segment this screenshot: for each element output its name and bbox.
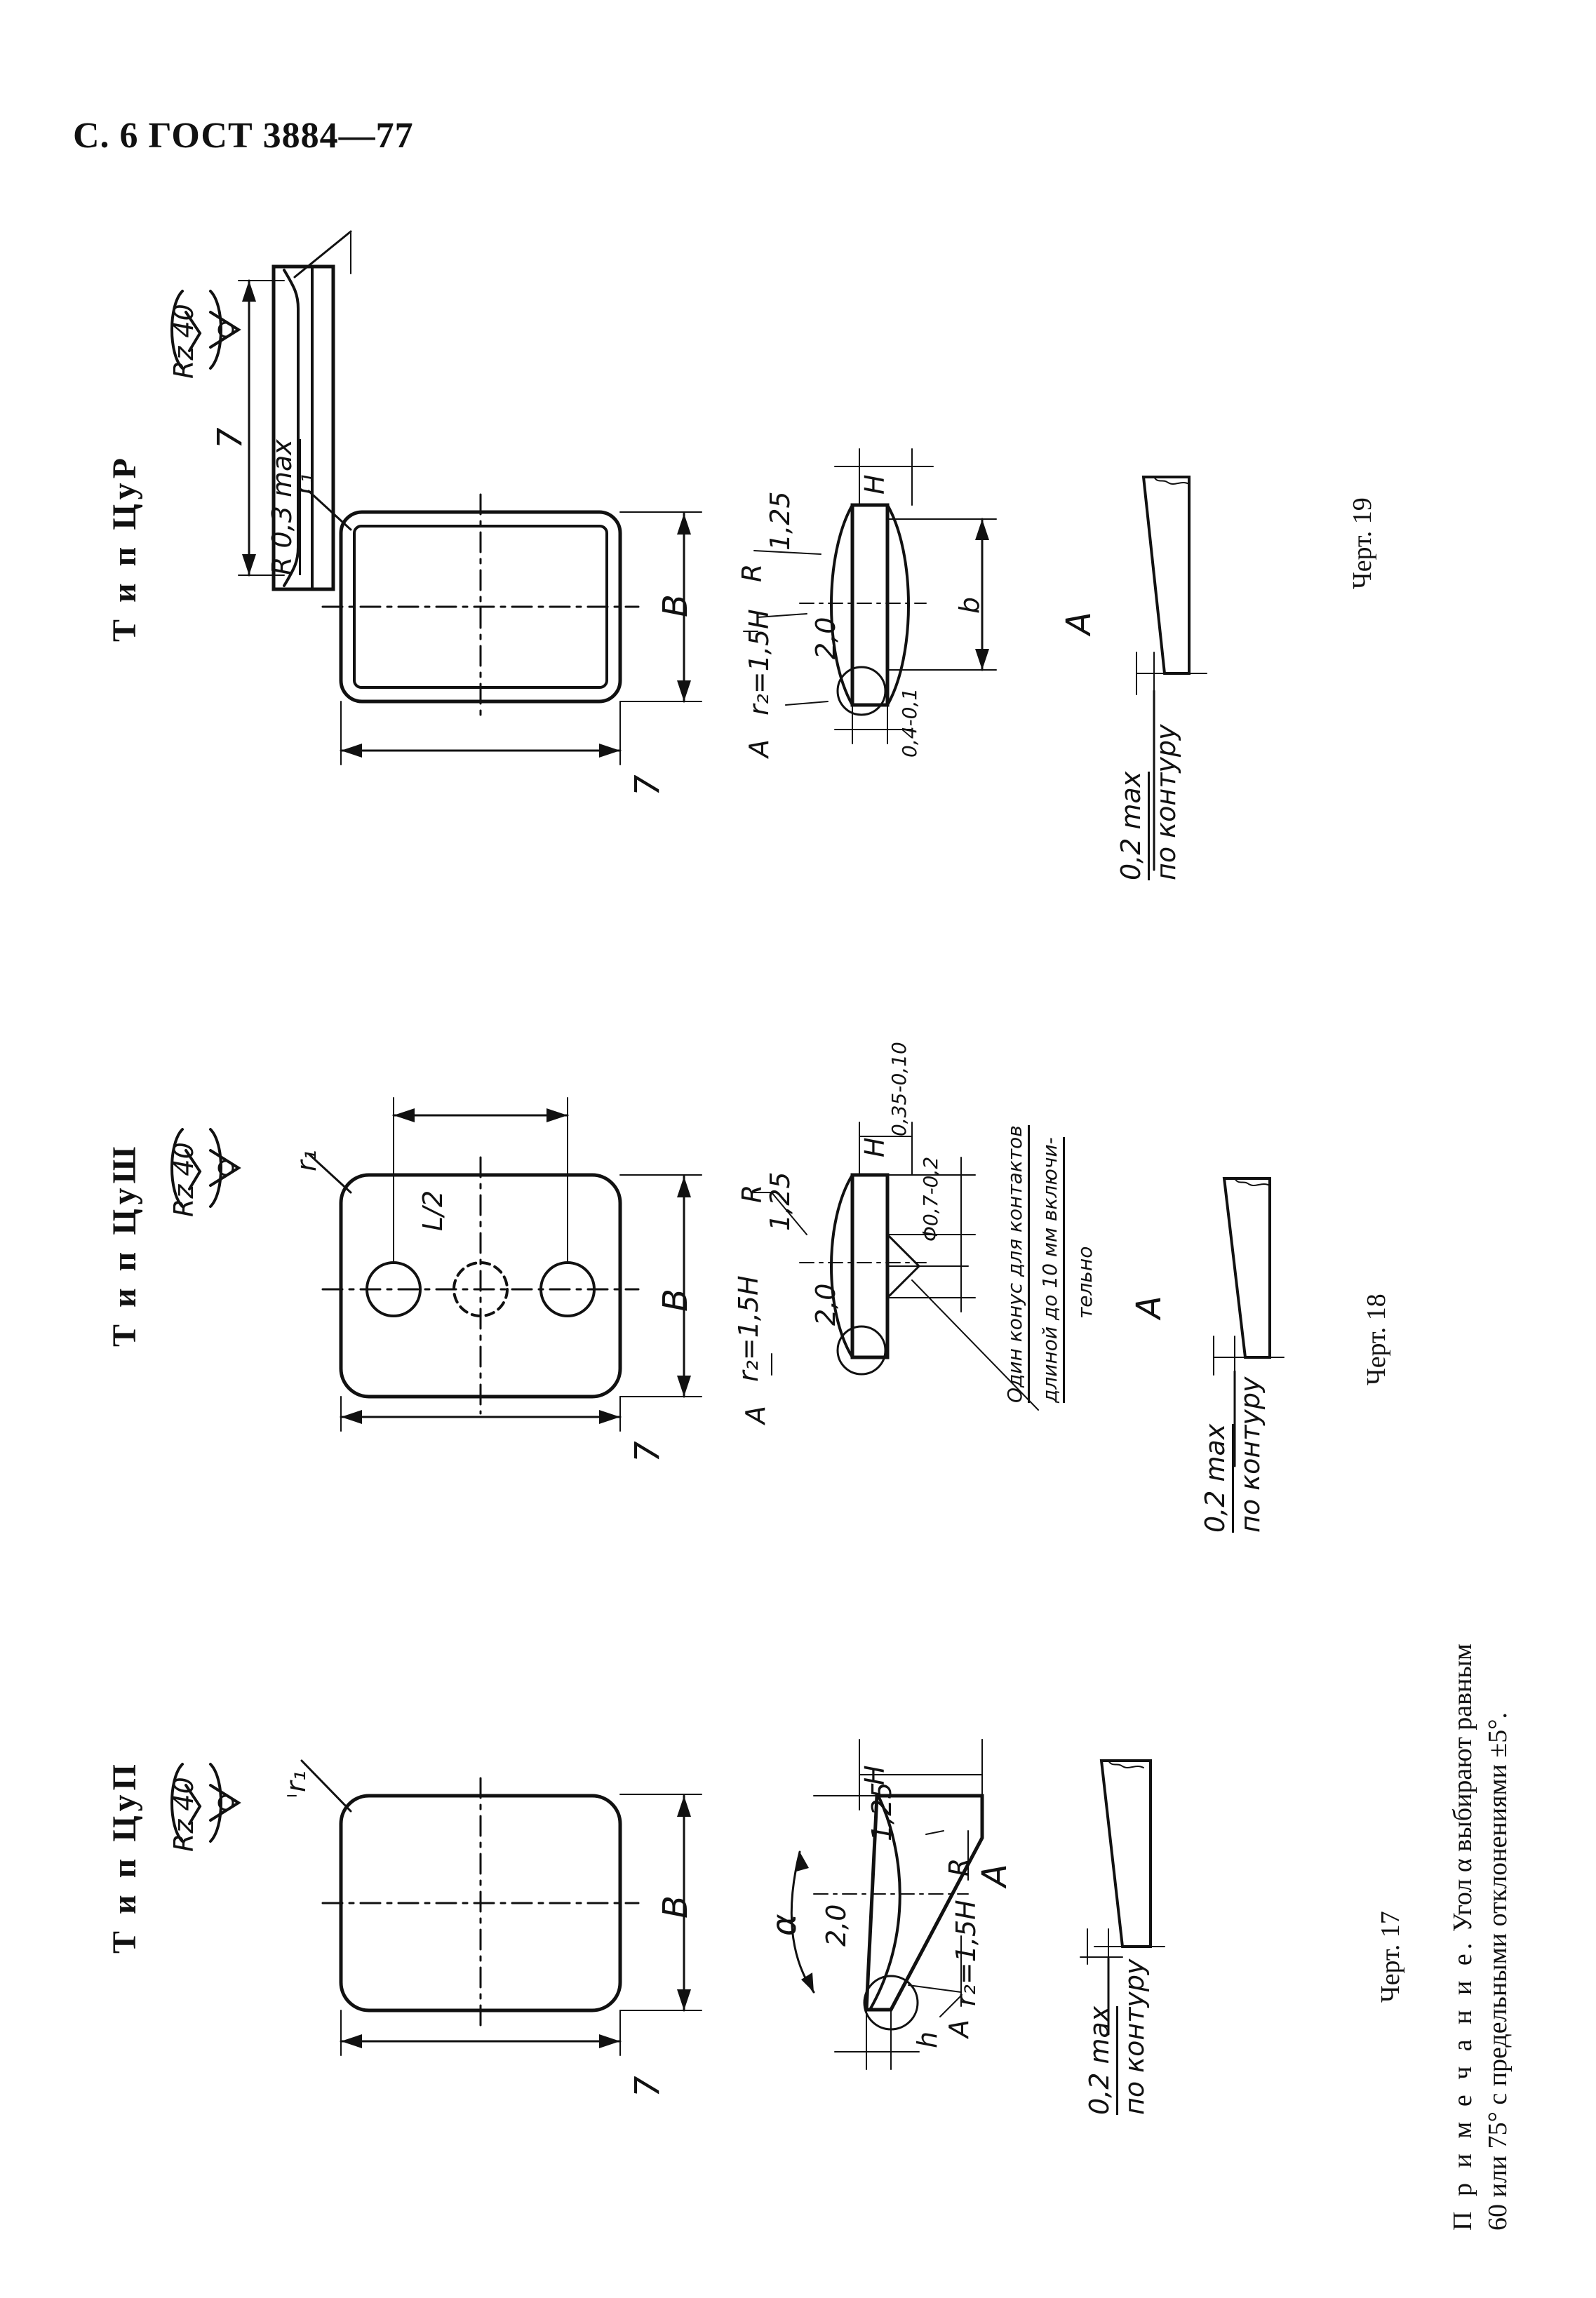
note-line-2: 60 или 75° с предельными отклонениями ±5… (1483, 1712, 1513, 2231)
cur-rough-b: 2,0 (810, 617, 841, 659)
roughness-label-cush: Rz 40 (168, 1142, 199, 1217)
cush-cone-line1: Один конус для контактов (1003, 1125, 1030, 1403)
caption-ch17: Черт. 17 (1376, 1911, 1405, 2003)
cup-a-label: А (944, 2020, 974, 2038)
note-block: П р и м е ч а н и е. Угол α выбирают рав… (1445, 1644, 1515, 2231)
note-lead: П р и м е ч а н и е. (1448, 1938, 1477, 2231)
cush-rough-a: 1,25 (765, 1171, 796, 1231)
cur-rough-a: 1,25 (765, 491, 796, 551)
roughness-symbol-cush (170, 1128, 241, 1208)
cush-b-label: В (656, 1289, 695, 1312)
cur-section-view (743, 448, 997, 744)
caption-ch19: Черт. 19 (1348, 497, 1377, 589)
cur-r2-label: r₂=1,5H (744, 609, 774, 715)
type-title-cur: Т и п ЦуР (106, 454, 143, 642)
cur-edge-contour: по контуру (1151, 724, 1181, 880)
cush-r2-label: r₂=1,5H (733, 1275, 764, 1382)
cup-h-small-label: h (912, 2031, 943, 2048)
cush-half-l-label: L/2 (417, 1190, 448, 1231)
cur-edge-max: 0,2 max (1115, 771, 1150, 880)
roughness-label-cup: Rz 40 (168, 1777, 199, 1852)
cup-section-view (790, 1739, 984, 2070)
cush-tol-035: 0,35-0,10 (887, 1042, 911, 1136)
cush-tol-phi: Φ0,7-0,2 (919, 1156, 942, 1242)
page-header: С. 6 ГОСТ 3884—77 (73, 116, 414, 156)
cup-detail-a (1080, 1759, 1165, 2036)
cush-h-label: Н (859, 1137, 890, 1157)
cur-detail-a-label: А (1059, 612, 1099, 635)
cur-end-view (238, 230, 352, 591)
cur-detail-a (1136, 476, 1207, 871)
roughness-label-cur: Rz 40 (168, 304, 199, 379)
cup-r-label: R (944, 1857, 974, 1876)
cup-plan-view (287, 1759, 702, 2056)
cup-rough-b: 2,0 (821, 1904, 852, 1947)
cush-detail-a-label: А (1129, 1296, 1169, 1319)
cur-r03-label: R 0,3 max (267, 439, 301, 575)
cur-b-small-label: b (954, 596, 985, 614)
cush-edge-max: 0,2 max (1200, 1423, 1234, 1533)
cur-r-label: R (737, 563, 767, 582)
cush-cone-line2: длиной до 10 мм включи- (1038, 1137, 1065, 1403)
cur-plan-view (307, 490, 702, 765)
cush-r1-label: r₁ (291, 1150, 322, 1171)
cur-end-l-label: 7 (210, 427, 250, 449)
type-title-cup: Т и п ЦуП (106, 1760, 143, 1954)
cush-cone-line3: тельно (1073, 1246, 1097, 1319)
note-line-1-rest: Угол α выбирают равным (1448, 1643, 1477, 1933)
cup-r1-label: r₁ (281, 1770, 311, 1792)
cur-h-label: Н (859, 474, 890, 495)
cup-alpha-label: α (765, 1914, 804, 1936)
roughness-symbol-cur (170, 290, 241, 370)
cur-b-label: В (656, 594, 695, 617)
cup-detail-a-label: А (975, 1864, 1014, 1887)
cur-l-label: 7 (628, 774, 667, 796)
type-title-cush: Т и п ЦуШ (106, 1142, 143, 1347)
cup-l-label: 7 (628, 2076, 667, 2097)
note-line-1: П р и м е ч а н и е. Угол α выбирают рав… (1445, 1644, 1480, 2231)
cush-rough-b: 2,0 (810, 1283, 841, 1326)
cur-tol-04: 0,4-0,1 (898, 687, 921, 758)
cush-edge-contour: по контуру (1235, 1376, 1266, 1533)
cush-l-label: 7 (628, 1441, 667, 1463)
caption-ch18: Черт. 18 (1362, 1294, 1391, 1385)
cush-section-view (753, 1122, 1039, 1411)
cush-a-label: А (740, 1406, 771, 1424)
cup-b-label: В (656, 1895, 695, 1919)
cush-plan-view (307, 1097, 702, 1432)
cush-r-label: R (737, 1184, 767, 1203)
cup-r2-label: r₂=1,5H (951, 1900, 981, 2006)
roughness-symbol-cup (170, 1763, 241, 1843)
cup-rough-a: 1,25 (866, 1782, 897, 1841)
cup-edge-max: 0,2 max (1084, 2005, 1118, 2115)
cush-detail-a (1213, 1177, 1285, 1467)
cup-edge-contour: по контуру (1119, 1958, 1150, 2115)
cur-a-label: А (744, 739, 774, 758)
